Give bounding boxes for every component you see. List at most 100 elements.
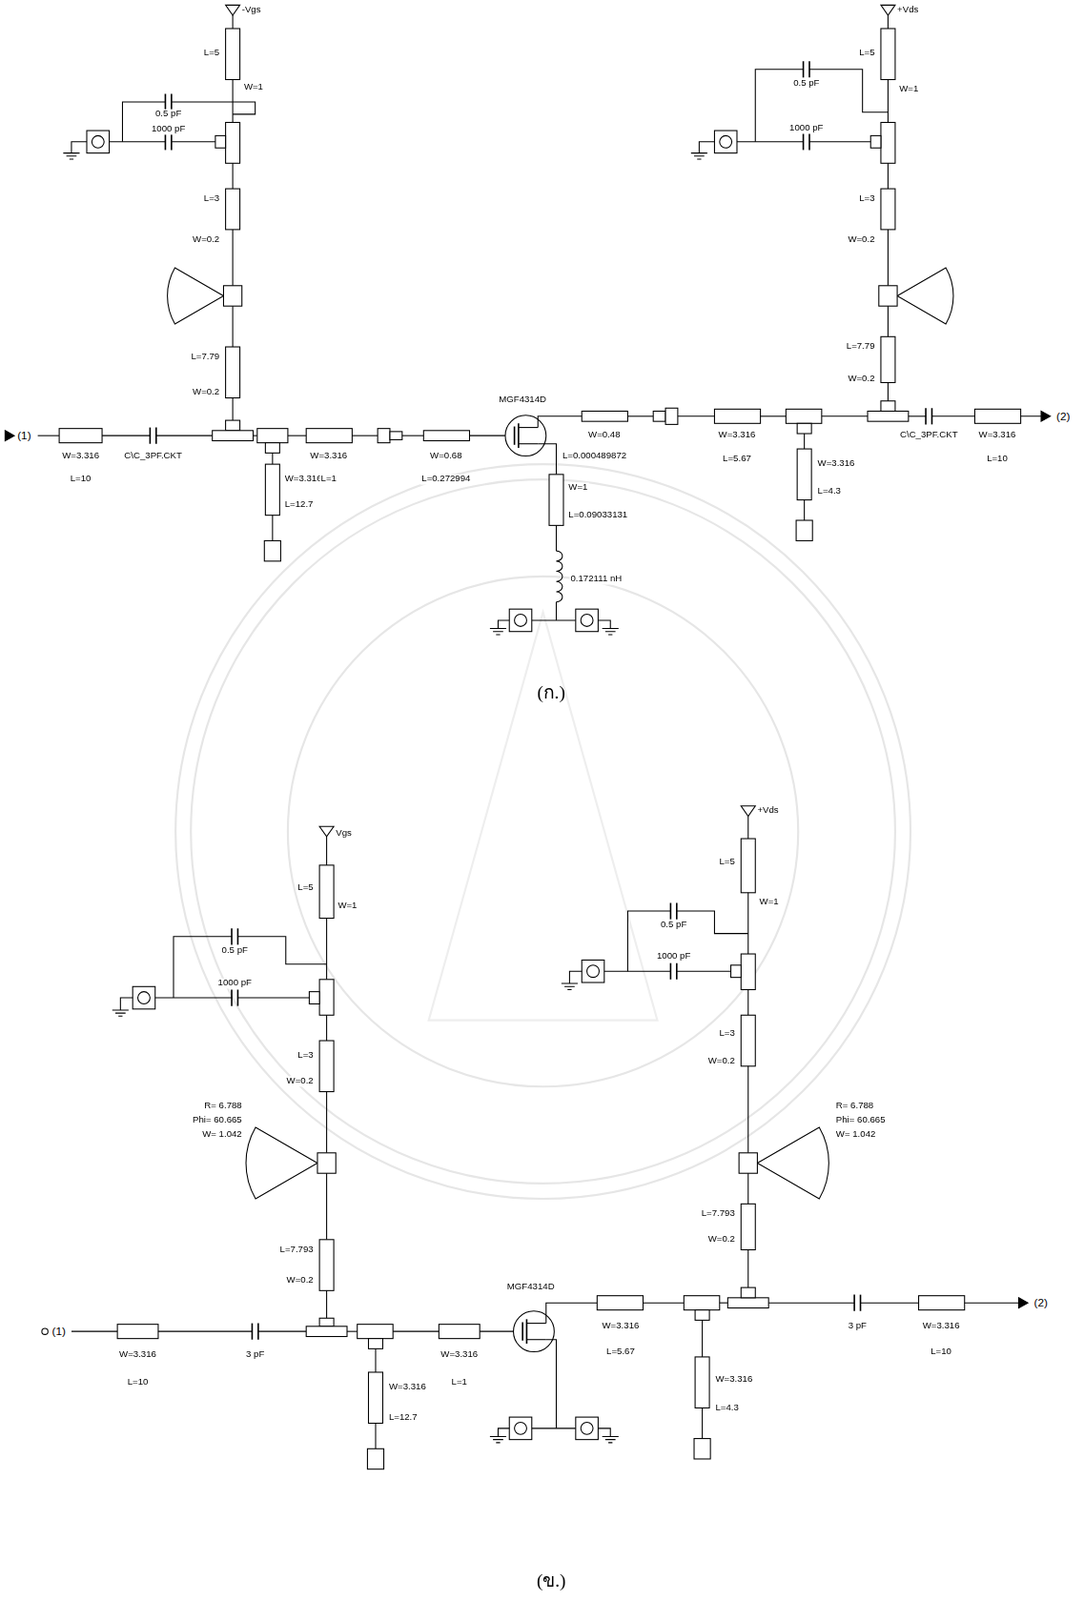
wire bbox=[887, 306, 889, 337]
parameter-label: L=12.7 bbox=[388, 1413, 419, 1425]
parameter-label: W=0.48 bbox=[587, 430, 622, 442]
wire bbox=[326, 837, 328, 866]
watermark bbox=[175, 464, 911, 1200]
tee-junction bbox=[867, 410, 909, 422]
supply-label: Vgs bbox=[334, 828, 353, 839]
parameter-label: 1000 pF bbox=[216, 979, 253, 990]
parameter-label: W= 1.042 bbox=[835, 1129, 878, 1141]
parameter-label: L=5 bbox=[717, 857, 737, 868]
parameter-label: W=0.2 bbox=[707, 1056, 737, 1067]
parameter-label: 0.5 pF bbox=[221, 946, 249, 958]
via-ground bbox=[714, 130, 737, 154]
ground-symbol bbox=[490, 1436, 507, 1443]
parameter-label: L=3 bbox=[203, 193, 222, 205]
microstrip-line bbox=[740, 838, 756, 894]
parameter-label: W=1 bbox=[336, 900, 358, 912]
microstrip-line bbox=[974, 409, 1021, 424]
wire bbox=[71, 142, 87, 154]
wire bbox=[122, 102, 165, 143]
parameter-label: W=3.316 bbox=[816, 459, 856, 471]
parameter-label: L=10 bbox=[929, 1347, 953, 1358]
parameter-label: 0.172111 nH bbox=[569, 574, 623, 586]
part-label: MGF4314D bbox=[506, 1283, 556, 1294]
capacitor-plate bbox=[675, 963, 678, 981]
capacitor-plate bbox=[924, 408, 927, 425]
ground-symbol bbox=[561, 983, 578, 990]
wire bbox=[326, 1173, 328, 1241]
tee-junction bbox=[731, 965, 742, 979]
parameter-label: 3 pF bbox=[847, 1322, 868, 1333]
parameter-label: L=5 bbox=[858, 47, 877, 59]
tee-junction bbox=[319, 1318, 334, 1328]
capacitor-plate bbox=[251, 1324, 254, 1341]
wire bbox=[627, 415, 654, 417]
wire bbox=[809, 141, 871, 143]
wire bbox=[887, 382, 889, 401]
parameter-label: 3 pF bbox=[245, 1349, 266, 1361]
wire bbox=[526, 1339, 546, 1341]
via-hole bbox=[580, 1422, 594, 1435]
parameter-label: L=5 bbox=[296, 882, 315, 894]
wire bbox=[158, 1331, 252, 1333]
parameter-label: C\C_3PF.CKT bbox=[899, 430, 960, 442]
parameter-label: Phi= 60.665 bbox=[191, 1115, 244, 1126]
wire bbox=[38, 435, 60, 437]
parameter-label: W=3.316 bbox=[716, 430, 757, 442]
parameter-label: W=3.316 bbox=[284, 474, 324, 486]
fet-body bbox=[513, 1311, 555, 1353]
wire bbox=[887, 229, 889, 287]
tee-junction bbox=[368, 1339, 383, 1350]
parameter-label: W=3.316 bbox=[439, 1349, 479, 1361]
step-junction bbox=[665, 408, 678, 425]
ground-symbol bbox=[602, 1436, 619, 1443]
tee-junction bbox=[695, 1310, 710, 1322]
wire bbox=[392, 1331, 439, 1333]
microstrip-line bbox=[740, 1204, 756, 1250]
capacitor-plate bbox=[808, 133, 811, 150]
wire bbox=[232, 398, 234, 422]
supply-label: -Vgs bbox=[241, 4, 263, 16]
microstrip-line bbox=[596, 1296, 643, 1311]
via-hole bbox=[719, 135, 733, 148]
tee-junction bbox=[357, 1325, 393, 1340]
port-symbol bbox=[1041, 410, 1051, 422]
parameter-label: W=3.316 bbox=[388, 1383, 428, 1394]
wire bbox=[497, 1429, 510, 1438]
microstrip-line bbox=[695, 1357, 710, 1410]
wire bbox=[287, 435, 307, 437]
capacitor-plate bbox=[230, 928, 233, 945]
wire bbox=[374, 1349, 376, 1373]
parameter-label: W=0.2 bbox=[707, 1235, 737, 1247]
open-end bbox=[367, 1449, 384, 1470]
capacitor-plate bbox=[164, 93, 167, 110]
wire bbox=[642, 1303, 684, 1305]
parameter-label: L=5.67 bbox=[605, 1347, 636, 1358]
parameter-label: R= 6.788 bbox=[203, 1101, 244, 1112]
microstrip-line bbox=[319, 1240, 334, 1292]
stub-junction bbox=[879, 286, 898, 307]
via-ground bbox=[575, 1417, 599, 1441]
wire bbox=[803, 433, 805, 450]
via-hole bbox=[587, 965, 600, 979]
parameter-label: R= 6.788 bbox=[835, 1101, 876, 1112]
ground-symbol bbox=[490, 629, 507, 635]
stub-junction bbox=[317, 1153, 336, 1174]
wire bbox=[698, 142, 715, 154]
wire bbox=[701, 1408, 703, 1439]
microstrip-line bbox=[319, 980, 334, 1016]
tee-junction bbox=[306, 1327, 348, 1338]
parameter-label: L=4.3 bbox=[816, 487, 842, 498]
wire bbox=[102, 435, 150, 437]
parameter-label: L=1 bbox=[450, 1377, 470, 1389]
microstrip-line bbox=[740, 1015, 756, 1067]
parameter-label: 1000 pF bbox=[655, 952, 693, 963]
parameter-label: L=7.79 bbox=[189, 351, 221, 363]
wire bbox=[531, 619, 576, 621]
wire bbox=[887, 15, 889, 29]
parameter-label: 1000 pF bbox=[788, 123, 825, 135]
parameter-label: W=0.2 bbox=[846, 234, 876, 246]
wire bbox=[597, 620, 611, 630]
parameter-label: C\C_3PF.CKT bbox=[122, 450, 184, 462]
supply-terminal bbox=[880, 4, 896, 16]
